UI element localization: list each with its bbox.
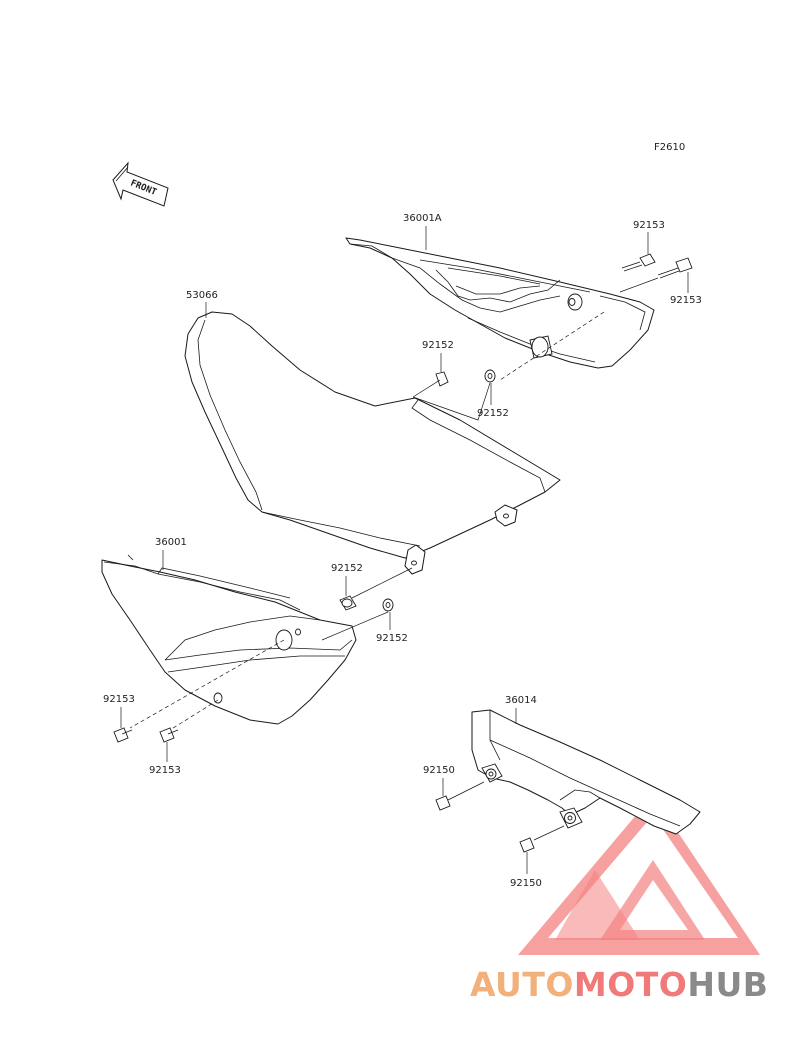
grommet-upper-2-icon [484,369,496,383]
part-label-seat: 53066 [186,290,218,301]
chain-guard [471,709,701,835]
watermark-moto: MOTO [574,965,687,1004]
watermark-text: AUTOMOTOHUB [470,965,768,1004]
seat [184,311,561,575]
side-cover-left [101,554,357,725]
grommet-mid-1-icon [339,595,357,611]
bolt-upper-1-icon [621,253,656,272]
bolt-left-2-icon [159,727,179,743]
grommet-mid-2-icon [382,598,394,612]
side-cover-right [345,237,655,369]
part-label-bolt-guard-1: 92150 [423,765,455,776]
part-label-bolt-left-1: 92153 [103,694,135,705]
watermark-logo [518,795,760,955]
part-label-bolt-left-2: 92153 [149,765,181,776]
part-label-side-cover-left: 36001 [155,537,187,548]
part-label-bolt-guard-2: 92150 [510,878,542,889]
part-label-chain-guard: 36014 [505,695,537,706]
grommet-upper-1-icon [435,371,449,387]
part-label-side-cover-right: 36001A [403,213,442,224]
watermark-auto: AUTO [470,965,574,1004]
bolt-guard-2-icon [519,837,535,853]
front-arrow-icon: FRONT [112,161,169,207]
bolt-upper-2-icon [657,257,693,279]
figure-code: F2610 [654,142,685,153]
part-label-grommet-upper-2: 92152 [477,408,509,419]
part-label-bolt-upper-1: 92153 [633,220,665,231]
part-label-grommet-mid-2: 92152 [376,633,408,644]
bolt-guard-1-icon [435,795,451,811]
bolt-left-1-icon [113,727,133,743]
part-label-bolt-upper-2: 92153 [670,295,702,306]
part-label-grommet-upper-1: 92152 [422,340,454,351]
watermark-hub: HUB [687,965,768,1004]
part-label-grommet-mid-1: 92152 [331,563,363,574]
